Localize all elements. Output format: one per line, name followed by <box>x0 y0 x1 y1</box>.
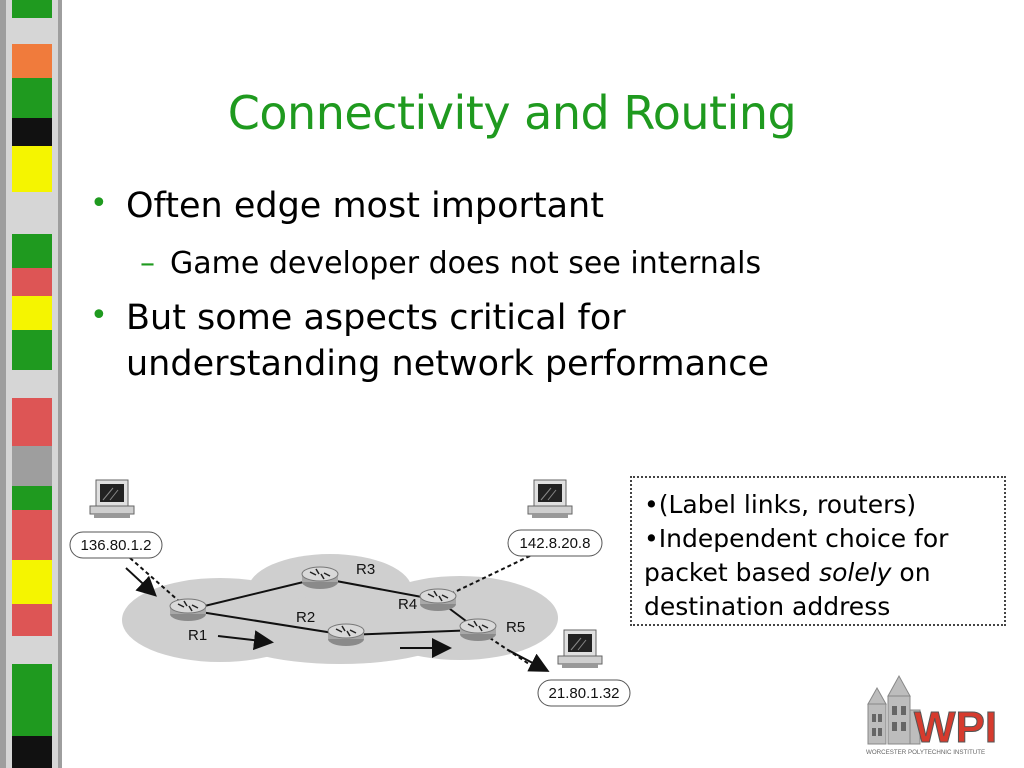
bullet-marker: • <box>90 298 108 333</box>
computer-icon <box>527 479 573 519</box>
router-icon <box>459 618 497 642</box>
bullet-text-line1: But some aspects critical for <box>126 298 626 338</box>
router-label: R5 <box>506 619 525 636</box>
router-label: R1 <box>188 627 207 644</box>
router-label: R4 <box>398 596 417 613</box>
wpi-logo: WPI WORCESTER POLYTECHNIC INSTITUTE <box>866 674 998 756</box>
router-icon <box>419 588 457 612</box>
host-address-label: 136.80.1.2 <box>81 537 152 554</box>
bullet-marker: • <box>90 186 108 221</box>
note-text: on <box>891 558 931 587</box>
network-diagram: R1 R2 R3 R4 R5 136.80.1.2 142.8.20.8 21.… <box>69 479 631 707</box>
router-icon <box>169 598 207 622</box>
note-line: packet based solely on <box>644 556 994 590</box>
router-label: R3 <box>356 561 375 578</box>
note-line: destination address <box>644 592 891 621</box>
host-address-label: 142.8.20.8 <box>520 535 591 552</box>
computer-icon <box>89 479 135 519</box>
note-line: •(Label links, routers) <box>644 490 917 519</box>
note-emphasis: solely <box>819 558 892 587</box>
logo-wordmark: WPI <box>914 703 997 752</box>
host-address-label: 21.80.1.32 <box>549 685 620 702</box>
note-box: •(Label links, routers) •Independent cho… <box>630 476 1006 626</box>
router-icon <box>301 566 339 590</box>
computer-icon <box>557 629 603 669</box>
flow-arrows <box>125 567 550 672</box>
sub-bullet-text: Game developer does not see internals <box>170 246 762 281</box>
bullet-text-line2: understanding network performance <box>126 344 769 384</box>
router-label: R2 <box>296 609 315 626</box>
sub-bullet-marker: – <box>140 246 155 281</box>
note-line: •Independent choice for <box>644 524 949 553</box>
logo-subtitle: WORCESTER POLYTECHNIC INSTITUTE <box>866 749 985 756</box>
router-icon <box>327 623 365 647</box>
bullet-text: Often edge most important <box>126 186 604 226</box>
decorative-side-stripe <box>0 0 62 768</box>
slide-title: Connectivity and Routing <box>227 86 797 140</box>
note-text: packet based <box>644 558 820 587</box>
